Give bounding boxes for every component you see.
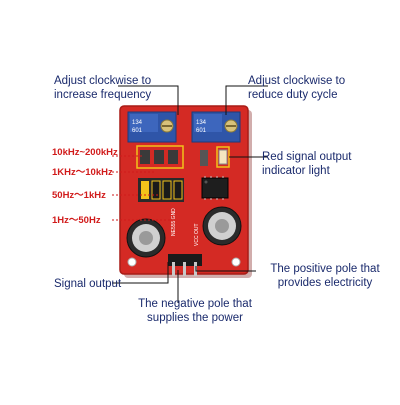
range-label-1-50: 1Hz～50Hz xyxy=(52,215,101,226)
range-label-1k-10k: 1KHz～10kHz xyxy=(52,167,113,178)
positive-pole-label: The positive pole that provides electric… xyxy=(270,263,380,289)
indicator-light-label: Red signal output indicator light xyxy=(262,151,352,177)
led-indicator-icon xyxy=(218,149,228,165)
duty-potentiometer-icon: 134 601 xyxy=(191,111,241,143)
range-pointer-lines xyxy=(112,155,170,221)
smd-component-icon xyxy=(140,150,150,164)
svg-text:601: 601 xyxy=(132,128,143,134)
smd-component-icon xyxy=(200,150,208,166)
capacitor-left-icon xyxy=(126,218,166,258)
jumper-header-icon xyxy=(138,178,184,202)
svg-text:134: 134 xyxy=(132,120,143,126)
mounting-hole-icon xyxy=(231,257,241,267)
range-label-50-1k: 50Hz～1kHz xyxy=(52,190,106,201)
silkscreen-text: VCC OUT xyxy=(194,224,200,247)
signal-output-label: Signal output xyxy=(54,278,122,290)
duty-adjust-label: Adjust clockwise to reduce duty cycle xyxy=(248,75,346,101)
frequency-adjust-label: Adjust clockwise to increase frequency xyxy=(54,75,152,101)
output-header-icon xyxy=(168,254,202,276)
jumper-highlight-box xyxy=(136,145,184,169)
frequency-potentiometer-icon: 134 601 xyxy=(127,111,177,143)
ne555-chip-icon xyxy=(201,176,229,200)
svg-text:134: 134 xyxy=(196,120,207,126)
silkscreen-text: NE555 GND xyxy=(171,208,177,236)
smd-component-icon xyxy=(168,150,178,164)
range-label-10k-200k: 10kHz~200kHz xyxy=(52,147,118,158)
capacitor-right-icon xyxy=(202,206,242,246)
pointer-lines xyxy=(112,85,268,303)
mounting-hole-icon xyxy=(127,257,137,267)
svg-text:601: 601 xyxy=(196,128,207,134)
smd-component-icon xyxy=(154,150,164,164)
negative-pole-label: The negative pole that supplies the powe… xyxy=(138,298,252,324)
